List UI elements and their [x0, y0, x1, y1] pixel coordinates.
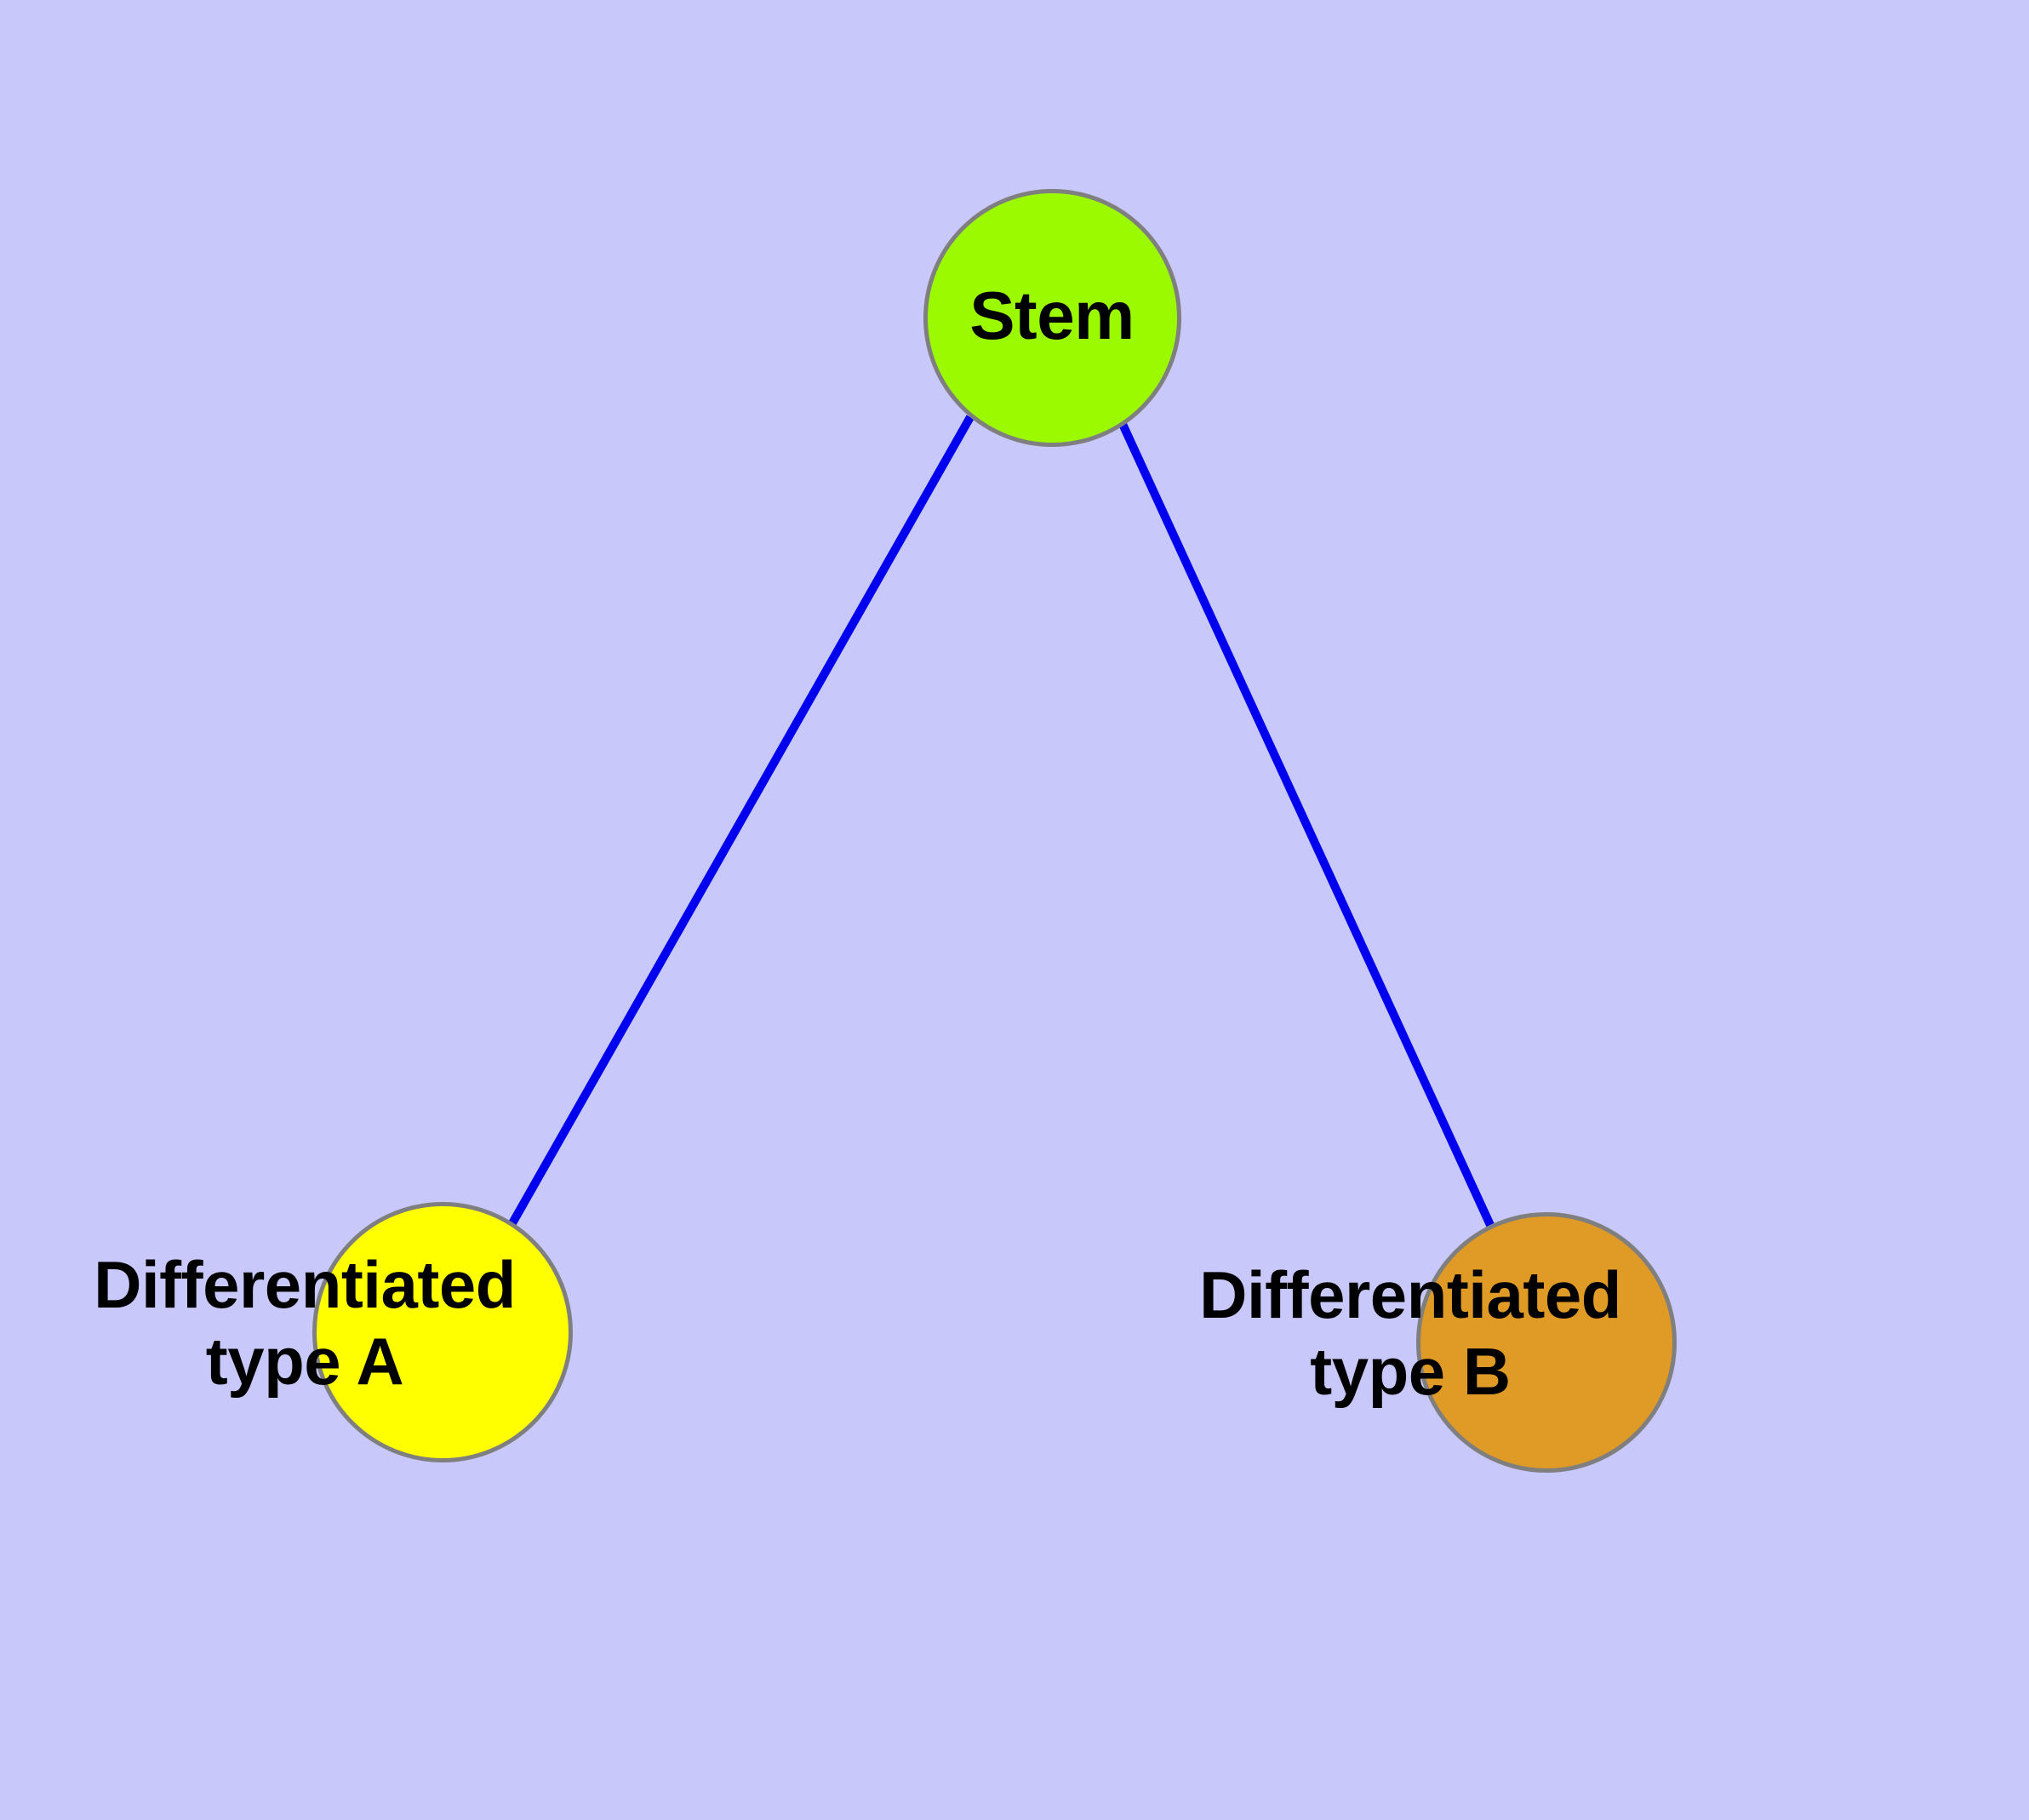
node-differentiated-type-b[interactable]: [1416, 1212, 1677, 1473]
node-stem[interactable]: [923, 189, 1181, 447]
edge-stem-to-diff-b: [1117, 420, 1495, 1228]
edge-stem-to-diff-a: [508, 415, 974, 1226]
node-differentiated-type-a[interactable]: [312, 1202, 573, 1462]
